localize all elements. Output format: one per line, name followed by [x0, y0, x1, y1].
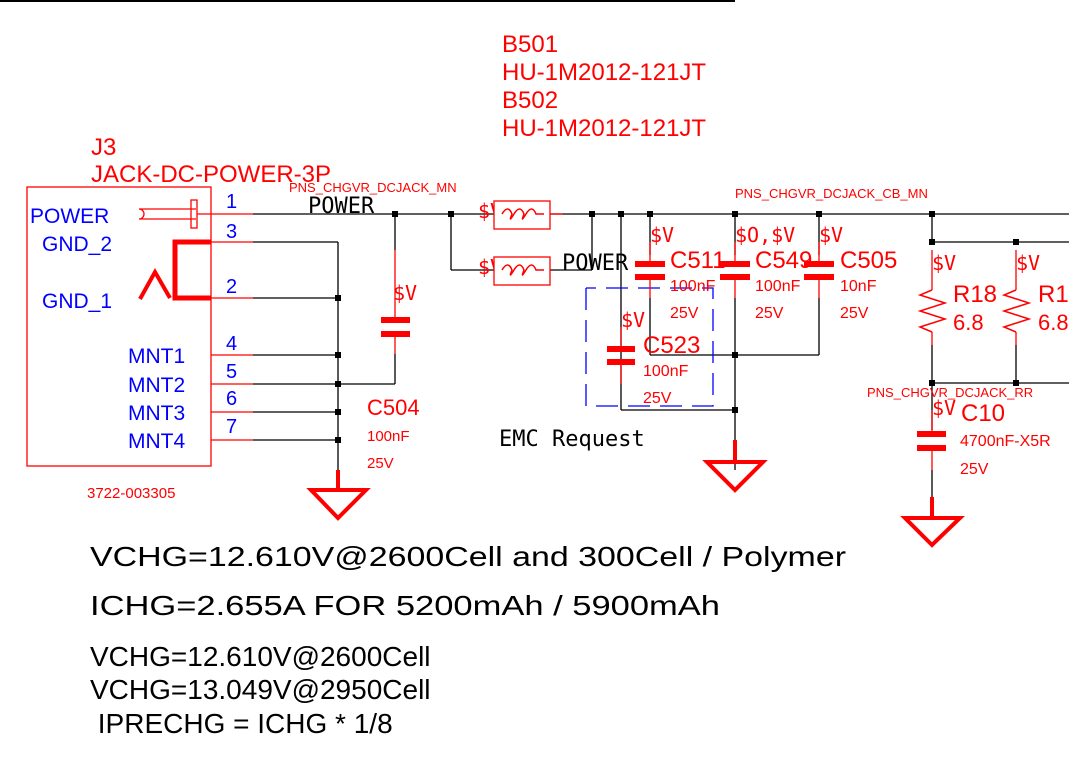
inductor-coil-icon: [501, 264, 544, 276]
pin-name-mnt3: MNT3: [128, 402, 185, 425]
resistor-zigzag-icon: [1001, 289, 1032, 333]
c505-voltage: 25V: [840, 305, 869, 322]
inductor-coil-icon: [501, 208, 544, 220]
resistor-r1[interactable]: $V R1 6.8: [1001, 250, 1069, 345]
gnd-switch-spring: [138, 267, 172, 300]
pin-number-1: 1: [226, 191, 237, 213]
resistor-zigzag-icon: [917, 289, 948, 333]
note-ichg: ICHG=2.655A FOR 5200mAh / 5900mAh: [90, 590, 720, 621]
b501-part: HU-1M2012-121JT: [502, 59, 706, 86]
c10-value: 4700nF-X5R: [960, 433, 1051, 450]
c549-refdes: C549: [755, 247, 812, 274]
emc-request-box: [585, 287, 714, 407]
note-vchg-2600: VCHG=12.610V@2600Cell: [90, 641, 431, 672]
emc-request-label: EMC Request: [499, 427, 645, 452]
capacitor-c511[interactable]: $V C511 100nF 25V: [635, 223, 726, 322]
capacitor-c504[interactable]: $V C504 100nF 25V: [367, 250, 420, 472]
r18-var: $V: [932, 251, 956, 275]
bead-b502[interactable]: $V: [478, 255, 551, 286]
power-pin-symbol: [138, 208, 196, 220]
pin-number-3: 3: [226, 221, 237, 243]
j3-part: JACK-DC-POWER-3P: [91, 161, 331, 188]
r18-refdes: R18: [953, 281, 997, 308]
c523-refdes: C523: [643, 332, 700, 359]
ground-icon: [900, 497, 965, 548]
gnd-switch-contact: [172, 239, 211, 301]
r1-value: 6.8: [1038, 310, 1069, 335]
pin-number-5: 5: [226, 361, 237, 383]
note-vchg-2950: VCHG=13.049V@2950Cell: [90, 674, 431, 705]
b501-refdes: B501: [502, 31, 558, 58]
c549-value: 100nF: [755, 278, 801, 295]
power-net-label-2[interactable]: POWER: [562, 251, 629, 276]
resistor-r18[interactable]: $V R18 6.8: [917, 250, 997, 345]
b502-part: HU-1M2012-121JT: [502, 115, 706, 142]
c511-value: 100nF: [670, 278, 716, 295]
b502-body: [493, 256, 551, 286]
c10-refdes: C10: [961, 400, 1005, 427]
connector-j3[interactable]: J3 JACK-DC-POWER-3P 3722-003305 POWER GN…: [26, 134, 331, 502]
r1-refdes: R1: [1038, 281, 1069, 308]
pin-number-7: 7: [226, 416, 237, 438]
c505-value: 10nF: [840, 278, 877, 295]
pin-name-gnd1: GND_1: [42, 290, 112, 313]
c10-voltage: 25V: [960, 461, 989, 478]
c549-var: $O,$V: [735, 223, 795, 247]
c511-voltage: 25V: [670, 305, 699, 322]
ground-icon: [306, 470, 371, 521]
net-label-dcjack-cb-mn[interactable]: PNS_CHGVR_DCJACK_CB_MN: [735, 186, 928, 201]
capacitor-c10[interactable]: $V C10 4700nF-X5R 25V: [917, 396, 1051, 478]
pin-number-2: 2: [226, 276, 237, 298]
junctions: [335, 211, 1019, 443]
note-iprechg: IPRECHG = ICHG * 1/8: [90, 708, 393, 739]
power-pin-tip: [190, 199, 198, 229]
c511-var: $V: [650, 223, 674, 247]
c505-var: $V: [819, 223, 843, 247]
c505-refdes: C505: [840, 247, 897, 274]
capacitor-c523[interactable]: $V C523 100nF 25V: [607, 308, 700, 407]
bead-b501[interactable]: $V: [478, 199, 563, 230]
net-label-dcjack-rr[interactable]: PNS_CHGVR_DCJACK_RR: [867, 385, 1033, 400]
power-net-label-1[interactable]: POWER: [308, 194, 375, 219]
pin-name-mnt1: MNT1: [128, 345, 185, 368]
capacitor-c505[interactable]: $V C505 10nF 25V: [804, 223, 897, 322]
pin-name-power: POWER: [30, 205, 109, 228]
c504-var: $V: [393, 281, 417, 305]
capacitor-c549[interactable]: $O,$V C549 100nF 25V: [720, 223, 812, 322]
pin-name-mnt4: MNT4: [128, 430, 185, 453]
net-label-dcjack-mn[interactable]: PNS_CHGVR_DCJACK_MN: [289, 180, 457, 195]
c523-voltage: 25V: [643, 390, 672, 407]
j3-body: [26, 186, 212, 467]
ground-icon: [702, 440, 768, 493]
pin-number-4: 4: [226, 333, 237, 355]
c504-refdes: C504: [367, 395, 420, 420]
c523-var: $V: [621, 308, 645, 332]
j3-refdes: J3: [91, 134, 116, 161]
pin-number-6: 6: [226, 388, 237, 410]
c10-var: $V: [932, 396, 956, 420]
c523-value: 100nF: [643, 363, 689, 380]
b501-body: [493, 200, 551, 230]
c504-value: 100nF: [367, 428, 410, 445]
r1-var: $V: [1016, 251, 1040, 275]
pin-name-gnd2: GND_2: [42, 233, 112, 256]
b502-refdes: B502: [502, 87, 558, 114]
c504-voltage: 25V: [367, 455, 394, 472]
j3-part-number: 3722-003305: [87, 485, 175, 502]
c549-voltage: 25V: [755, 305, 784, 322]
r18-value: 6.8: [953, 310, 984, 335]
pin-name-mnt2: MNT2: [128, 374, 185, 397]
c511-refdes: C511: [670, 247, 726, 274]
note-vchg-polymer: VCHG=12.610V@2600Cell and 300Cell / Poly…: [90, 541, 846, 572]
